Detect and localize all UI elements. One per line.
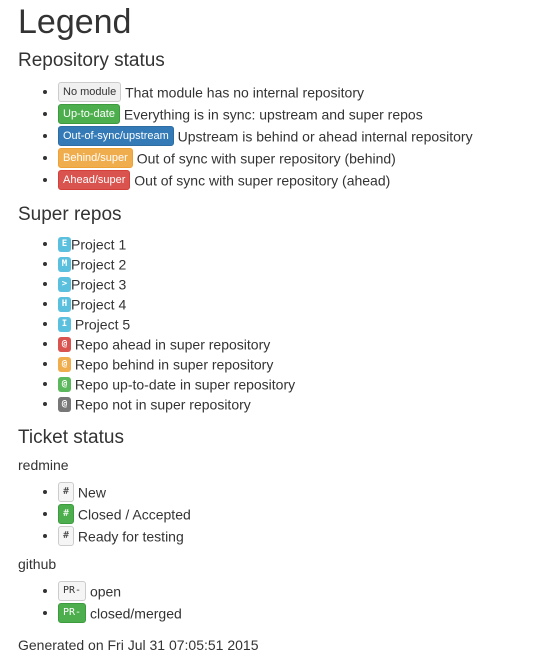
list-item: I Project 5	[58, 313, 517, 333]
ticket-ready-badge: #	[58, 526, 75, 547]
github-list: PR- open PR- closed/merged	[18, 579, 517, 624]
list-item-text: That module has no internal repository	[125, 84, 365, 101]
list-item: # Ready for testing	[58, 524, 517, 547]
list-item: @ Repo behind in super repository	[58, 353, 517, 373]
pr-open-badge: PR-	[58, 581, 87, 602]
super-repos-heading: Super repos	[18, 204, 122, 225]
github-label: github	[18, 556, 57, 572]
repo-not-in-super-icon: @	[58, 396, 71, 412]
list-item: @ Repo not in super repository	[58, 393, 517, 413]
list-item: PR- open	[58, 579, 517, 602]
list-item-text: Upstream is behind or ahead internal rep…	[177, 128, 473, 145]
redmine-label: redmine	[18, 457, 69, 473]
list-item-text: Out of sync with super repository (ahead…	[134, 172, 391, 189]
list-item-text: Project 5	[71, 316, 131, 333]
list-item-text: Repo ahead in super repository	[74, 336, 271, 353]
list-item: # Closed / Accepted	[58, 502, 517, 525]
list-item: >Project 3	[58, 273, 517, 293]
list-item: Ahead/super Out of sync with super repos…	[58, 168, 517, 191]
list-item-text: Project 1	[71, 236, 127, 253]
ticket-closed-badge: #	[58, 504, 75, 525]
generated-footer: Generated on Fri Jul 31 07:05:51 2015	[18, 637, 259, 653]
project-marker-icon: >	[58, 276, 71, 292]
project-marker-icon: I	[58, 316, 71, 332]
list-item: @ Repo up-to-date in super repository	[58, 373, 517, 393]
list-item: @ Repo ahead in super repository	[58, 333, 517, 353]
list-item-text: Repo not in super repository	[74, 396, 251, 413]
pr-closed-badge: PR-	[58, 603, 87, 624]
list-item-text: closed/merged	[89, 605, 182, 622]
list-item: Behind/super Out of sync with super repo…	[58, 146, 517, 169]
list-item-text: Project 2	[71, 256, 127, 273]
list-item-text: New	[77, 484, 106, 501]
out-of-sync-upstream-badge: Out-of-sync/upstream	[58, 126, 174, 147]
behind-super-badge: Behind/super	[58, 148, 133, 169]
ticket-new-badge: #	[58, 482, 75, 503]
list-item-text: Everything is in sync: upstream and supe…	[123, 106, 423, 123]
up-to-date-badge: Up-to-date	[58, 104, 120, 125]
repository-status-list: No module That module has no internal re…	[18, 80, 517, 191]
list-item: PR- closed/merged	[58, 601, 517, 624]
repo-behind-icon: @	[58, 356, 71, 372]
list-item-text: Repo behind in super repository	[74, 356, 274, 373]
redmine-list: # New # Closed / Accepted # Ready for te…	[18, 480, 517, 547]
list-item-text: Out of sync with super repository (behin…	[136, 150, 396, 167]
ahead-super-badge: Ahead/super	[58, 170, 131, 191]
project-marker-icon: M	[58, 256, 71, 272]
project-marker-icon: E	[58, 236, 71, 252]
repo-up-to-date-icon: @	[58, 376, 71, 392]
list-item-text: Closed / Accepted	[77, 506, 191, 523]
list-item: No module That module has no internal re…	[58, 80, 517, 103]
list-item-text: Repo up-to-date in super repository	[74, 376, 296, 393]
list-item: Up-to-date Everything is in sync: upstre…	[58, 102, 517, 125]
ticket-status-heading: Ticket status	[18, 427, 124, 448]
list-item-text: Ready for testing	[77, 528, 184, 545]
list-item-text: Project 4	[71, 296, 127, 313]
repo-ahead-icon: @	[58, 336, 71, 352]
list-item-text: open	[89, 583, 122, 600]
list-item: # New	[58, 480, 517, 503]
project-marker-icon: H	[58, 296, 71, 312]
list-item: Out-of-sync/upstream Upstream is behind …	[58, 124, 517, 147]
repository-status-heading: Repository status	[18, 50, 165, 71]
list-item-text: Project 3	[71, 276, 127, 293]
page-title: Legend	[18, 3, 132, 41]
no-module-badge: No module	[58, 82, 122, 103]
